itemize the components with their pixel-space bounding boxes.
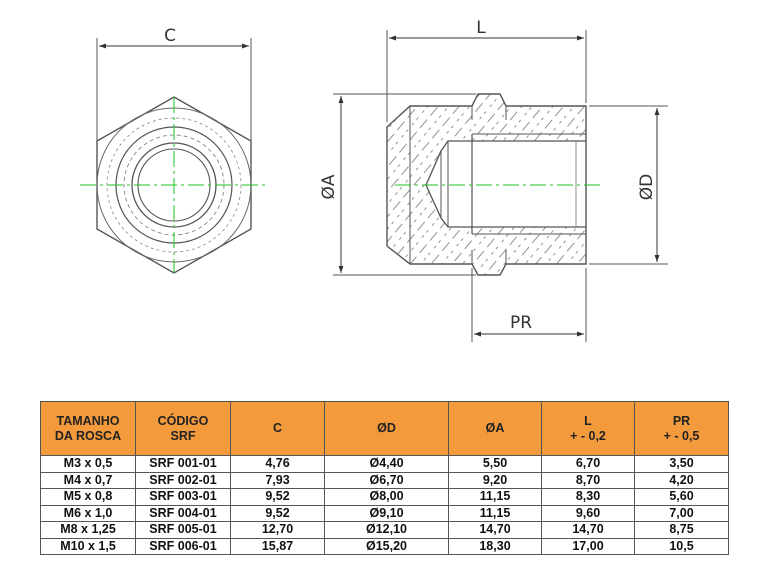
cell-od: Ø8,00 [324,488,449,506]
cell-l: 14,70 [541,521,635,539]
cell-l: 8,30 [541,488,635,506]
header-oa: ØA [448,401,542,456]
bore-outline [425,140,586,228]
cell-od: Ø4,40 [324,455,449,473]
cell-pr: 3,50 [634,455,729,473]
cell-od: Ø15,20 [324,537,449,555]
cell-l: 6,70 [541,455,635,473]
header-od: ØD [324,401,449,456]
table-row: M5 x 0,8 SRF 003-01 9,52 Ø8,00 11,15 8,3… [40,488,729,506]
cell-l: 17,00 [541,537,635,555]
cell-code: SRF 002-01 [135,471,231,489]
cell-oa: 14,70 [448,521,542,539]
section-body [387,94,586,275]
cell-oa: 11,15 [448,504,542,522]
cell-code: SRF 006-01 [135,537,231,555]
cell-code: SRF 005-01 [135,521,231,539]
cell-thread-size: M10 x 1,5 [40,537,136,555]
cell-c: 7,93 [230,471,325,489]
cell-pr: 10,5 [634,537,729,555]
cell-oa: 9,20 [448,471,542,489]
cell-oa: 11,15 [448,488,542,506]
cell-c: 4,76 [230,455,325,473]
table-row: M3 x 0,5 SRF 001-01 4,76 Ø4,40 5,50 6,70… [40,455,729,473]
table-row: M10 x 1,5 SRF 006-01 15,87 Ø15,20 18,30 … [40,537,729,555]
header-pr: PR+ - 0,5 [634,401,729,456]
d-dimension-label: ØD [637,174,657,200]
cell-c: 15,87 [230,537,325,555]
cell-thread-size: M4 x 0,7 [40,471,136,489]
l-dimension-label: L [476,18,486,38]
a-dimension-label: ØA [319,174,339,199]
cell-l: 8,70 [541,471,635,489]
header-c: C [230,401,325,456]
cell-pr: 7,00 [634,504,729,522]
cell-oa: 18,30 [448,537,542,555]
cell-od: Ø6,70 [324,471,449,489]
cell-thread-size: M6 x 1,0 [40,504,136,522]
header-l: L+ - 0,2 [541,401,635,456]
cell-oa: 5,50 [448,455,542,473]
cell-od: Ø9,10 [324,504,449,522]
hex-end-view: C [80,26,266,274]
cell-code: SRF 004-01 [135,504,231,522]
cell-thread-size: M8 x 1,25 [40,521,136,539]
cell-thread-size: M3 x 0,5 [40,455,136,473]
pr-dimension-label: PR [510,313,532,333]
table-row: M8 x 1,25 SRF 005-01 12,70 Ø12,10 14,70 … [40,521,729,539]
cell-thread-size: M5 x 0,8 [40,488,136,506]
cell-pr: 8,75 [634,521,729,539]
technical-drawing: C [80,18,668,342]
cell-pr: 5,60 [634,488,729,506]
cell-od: Ø12,10 [324,521,449,539]
c-dimension-label: C [164,26,176,46]
section-side-view: L ØA ØD PR [319,18,668,342]
cell-code: SRF 003-01 [135,488,231,506]
table-row: M4 x 0,7 SRF 002-01 7,93 Ø6,70 9,20 8,70… [40,471,729,489]
cell-pr: 4,20 [634,471,729,489]
cell-c: 9,52 [230,504,325,522]
cell-code: SRF 001-01 [135,455,231,473]
cell-c: 12,70 [230,521,325,539]
table-row: M6 x 1,0 SRF 004-01 9,52 Ø9,10 11,15 9,6… [40,504,729,522]
cell-c: 9,52 [230,488,325,506]
cell-l: 9,60 [541,504,635,522]
